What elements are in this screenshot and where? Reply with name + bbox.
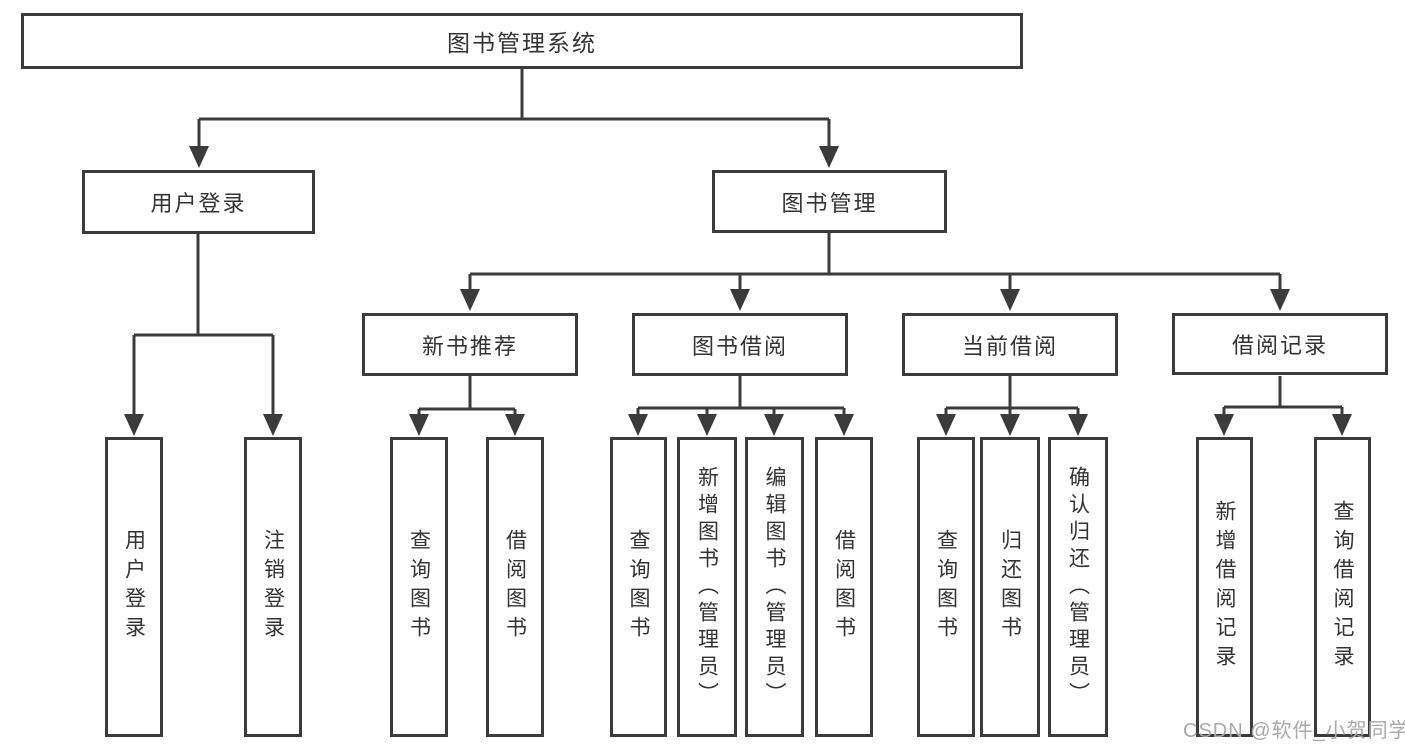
connector-book-mgmt-to-level3 [468, 233, 1282, 290]
node-leaf-borrow-books-1: 借阅图书 [486, 437, 544, 737]
node-root: 图书管理系统 [21, 13, 1023, 69]
node-leaf-user-login: 用户登录 [105, 437, 163, 737]
connector-user-login-branch [132, 234, 275, 415]
arrowheads [124, 146, 1352, 436]
node-current-borrow: 当前借阅 [902, 313, 1118, 376]
node-leaf-edit-books-admin: 编辑图书（管理员） [745, 437, 804, 737]
node-leaf-add-books-admin: 新增图书（管理员） [677, 437, 737, 737]
node-leaf-query-books-2: 查询图书 [610, 437, 667, 737]
connector-new-book-rec-branch [417, 376, 517, 415]
node-book-borrow: 图书借阅 [632, 313, 848, 376]
connector-borrow-records-branch [1222, 376, 1344, 415]
csdn-watermark: CSDN @软件_小贺同学 [1183, 720, 1405, 742]
node-borrow-records: 借阅记录 [1172, 313, 1388, 375]
node-leaf-borrow-books-2: 借阅图书 [815, 437, 873, 737]
connector-current-borrow-branch [944, 376, 1080, 415]
node-user-login: 用户登录 [82, 170, 315, 234]
node-new-book-rec: 新书推荐 [362, 313, 578, 376]
node-leaf-add-borrow-record: 新增借阅记录 [1196, 437, 1253, 737]
node-leaf-query-books-3: 查询图书 [917, 437, 975, 737]
node-leaf-confirm-return-admin: 确认归还（管理员） [1048, 437, 1108, 737]
node-leaf-logout: 注销登录 [244, 437, 302, 737]
node-leaf-return-books: 归还图书 [980, 437, 1040, 737]
connector-root-to-level2 [197, 69, 831, 147]
node-leaf-query-books-1: 查询图书 [390, 437, 448, 737]
node-book-mgmt: 图书管理 [712, 170, 947, 233]
node-leaf-query-borrow-record: 查询借阅记录 [1314, 437, 1371, 737]
connector-book-borrow-branch [636, 376, 846, 415]
